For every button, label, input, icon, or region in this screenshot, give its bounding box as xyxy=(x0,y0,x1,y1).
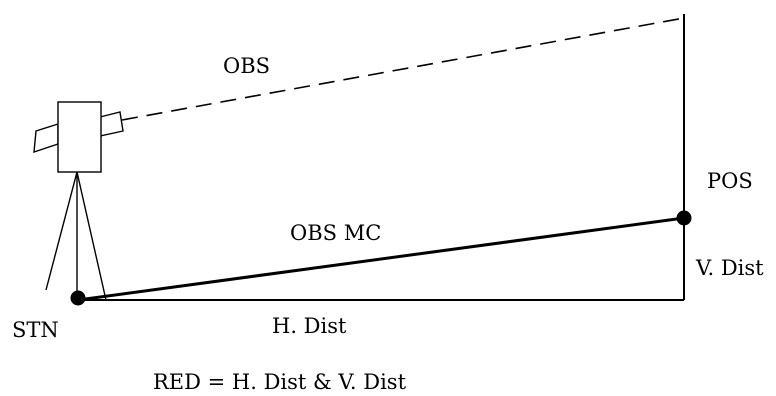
pos-label: POS xyxy=(707,169,753,193)
obs-mc-label: OBS MC xyxy=(290,221,381,245)
caption: RED = H. Dist & V. Dist xyxy=(153,370,407,394)
instrument-body xyxy=(57,101,102,173)
telescope-rear xyxy=(33,123,59,154)
obs-label: OBS xyxy=(223,54,270,78)
telescope-front xyxy=(99,111,124,137)
stn-label: STN xyxy=(12,318,59,342)
pos-point xyxy=(676,210,692,226)
stn-point xyxy=(70,290,86,306)
tripod-leg-left xyxy=(45,171,78,291)
tripod-leg-right xyxy=(76,171,107,301)
h-dist-label: H. Dist xyxy=(272,314,347,338)
obs-mc-line xyxy=(77,216,685,302)
obs-dashed-line xyxy=(121,17,685,121)
v-dist-label: V. Dist xyxy=(695,256,764,280)
